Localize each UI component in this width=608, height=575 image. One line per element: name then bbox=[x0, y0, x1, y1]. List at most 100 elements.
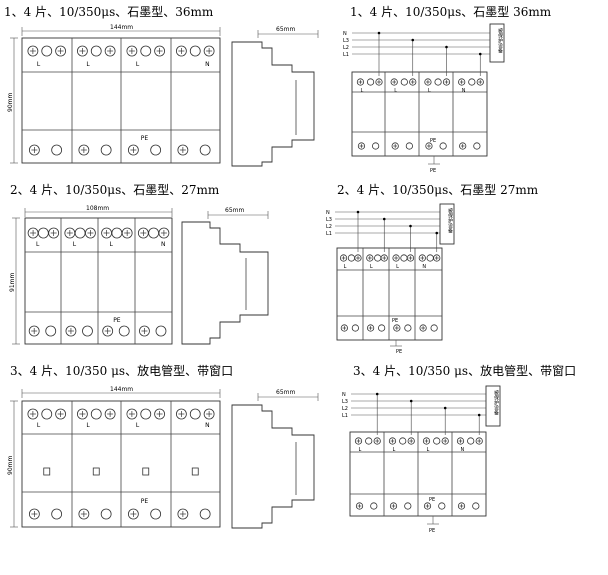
terminal-hole bbox=[399, 437, 407, 445]
terminal-hole bbox=[439, 142, 447, 150]
terminal-hole bbox=[189, 45, 201, 57]
protected-equipment-label: 被保护设备 bbox=[447, 207, 453, 234]
terminal-hole bbox=[189, 408, 201, 420]
junction-dot bbox=[356, 210, 360, 214]
row2-wiring-diagram: N L3 L2 L1 bbox=[326, 203, 455, 347]
junction-dot bbox=[409, 399, 413, 403]
terminal-hole bbox=[51, 144, 63, 156]
row3-wiring-diagram: N L3 L2 L1 bbox=[342, 385, 501, 525]
line-N-label: N bbox=[342, 392, 346, 398]
junction-dot bbox=[377, 31, 381, 35]
pole-label: L bbox=[427, 447, 430, 453]
junction-dot bbox=[445, 45, 448, 49]
pole-label: N bbox=[461, 447, 465, 453]
pole-label: L bbox=[428, 88, 431, 94]
terminal-hole bbox=[365, 437, 373, 445]
pole-label: L bbox=[86, 422, 90, 429]
terminal-hole bbox=[82, 325, 93, 337]
row2-front-view: 108mm 91mm bbox=[9, 205, 173, 345]
junction-dot bbox=[409, 224, 412, 228]
terminal-hole bbox=[351, 324, 359, 332]
terminal-hole bbox=[150, 508, 162, 520]
terminal-layer: L L L N PE L L L N PE L L L N PE L L L N PE 被保护设备 L L L N PE 被保护设备… bbox=[27, 27, 503, 534]
pole-label: L bbox=[73, 241, 77, 248]
protected-equipment-label: 被保护设备 bbox=[497, 27, 503, 54]
terminal-hole bbox=[378, 324, 386, 332]
dim-height-label: 90mm bbox=[7, 456, 14, 475]
terminal-hole bbox=[100, 508, 112, 520]
pole-label: L bbox=[136, 422, 140, 429]
terminal-hole bbox=[438, 502, 446, 510]
pole-label: L bbox=[86, 61, 90, 68]
row1-wiring-diagram: N L3 L2 L1 bbox=[343, 23, 505, 165]
caption-row3-left: 3、4 片、10/350 μs、放电管型、带窗口 bbox=[10, 364, 234, 378]
ground-pe-label: PE bbox=[430, 168, 436, 174]
pole-label: N bbox=[462, 88, 466, 94]
pole-label: L bbox=[344, 264, 347, 270]
terminal-hole bbox=[41, 408, 53, 420]
pole-label: L bbox=[394, 88, 397, 94]
pole-label: N bbox=[161, 241, 166, 248]
caption-row1-right: 1、4 片、10/350μs、石墨型 36mm bbox=[350, 5, 552, 19]
pole-label: N bbox=[205, 422, 210, 429]
indicator-window bbox=[43, 467, 51, 476]
indicator-window bbox=[92, 467, 100, 476]
caption-row3-right: 3、4 片、10/350 μs、放电管型、带窗口 bbox=[353, 364, 577, 378]
pole-label: L bbox=[396, 264, 399, 270]
pole-label: L bbox=[36, 241, 40, 248]
terminal-hole bbox=[100, 144, 112, 156]
junction-dot bbox=[435, 231, 439, 235]
line-L3-label: L3 bbox=[343, 38, 349, 44]
dim-side-width-label: 65mm bbox=[276, 389, 295, 396]
pole-label: L bbox=[37, 422, 41, 429]
dim-height-label: 90mm bbox=[7, 93, 14, 112]
terminal-hole bbox=[472, 502, 480, 510]
line-N-label: N bbox=[326, 210, 330, 216]
terminal-hole bbox=[467, 437, 475, 445]
terminal-hole bbox=[140, 408, 152, 420]
terminal-hole bbox=[90, 408, 102, 420]
pe-label: PE bbox=[141, 135, 149, 142]
indicator-window bbox=[142, 467, 150, 476]
protected-equipment-box bbox=[485, 385, 501, 427]
terminal-hole bbox=[150, 144, 162, 156]
protected-equipment-box bbox=[489, 23, 505, 63]
line-L2-label: L2 bbox=[343, 45, 349, 51]
pole-label: N bbox=[205, 61, 210, 68]
ground-pe-label: PE bbox=[429, 528, 435, 534]
pole-label: L bbox=[110, 241, 114, 248]
ground-pe-label: PE bbox=[396, 349, 402, 355]
row1-front-view: 144mm 90mm bbox=[7, 24, 221, 164]
pe-label: PE bbox=[141, 498, 149, 505]
terminal-hole bbox=[155, 325, 167, 337]
terminal-hole bbox=[90, 45, 102, 57]
line-L2-label: L2 bbox=[342, 406, 348, 412]
terminal-hole bbox=[45, 325, 57, 337]
terminal-hole bbox=[430, 324, 438, 332]
dim-width-label: 108mm bbox=[86, 205, 109, 212]
line-L3-label: L3 bbox=[326, 217, 332, 223]
junction-dot bbox=[375, 392, 379, 396]
terminal-hole bbox=[370, 502, 378, 510]
terminal-hole bbox=[434, 78, 442, 86]
pole-label: L bbox=[359, 447, 362, 453]
pe-label: PE bbox=[392, 318, 398, 324]
terminal-hole bbox=[468, 78, 476, 86]
terminal-hole bbox=[400, 78, 408, 86]
protected-equipment-label: 被保护设备 bbox=[493, 389, 499, 416]
dim-width-label: 144mm bbox=[110, 386, 133, 393]
terminal-hole bbox=[404, 324, 412, 332]
terminal-hole bbox=[405, 142, 413, 150]
caption-row2-left: 2、4 片、10/350μs、石墨型、27mm bbox=[10, 183, 220, 197]
pole-label: L bbox=[370, 264, 373, 270]
pe-label: PE bbox=[429, 497, 435, 503]
terminal-hole bbox=[473, 142, 481, 150]
indicator-window bbox=[191, 467, 199, 476]
dim-height-label: 91mm bbox=[9, 273, 16, 292]
terminal-hole bbox=[366, 78, 375, 86]
pole-label: L bbox=[136, 61, 140, 68]
protected-equipment-box bbox=[439, 203, 455, 245]
row3-side-view: 65mm bbox=[231, 389, 319, 529]
line-L3-label: L3 bbox=[342, 399, 348, 405]
